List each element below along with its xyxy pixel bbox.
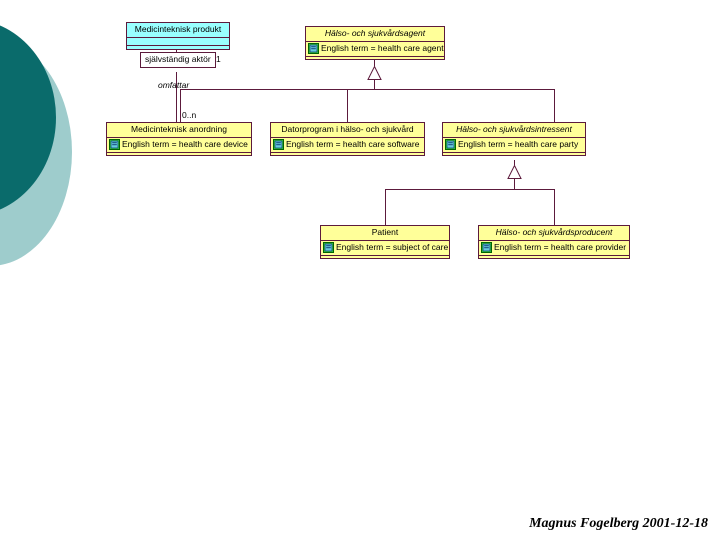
- class-attribute: English term = subject of care: [321, 241, 449, 256]
- connector-party-bus: [385, 189, 555, 190]
- class-operations-compartment: [107, 153, 251, 164]
- class-halso-och-sjukvardsproducent[interactable]: Hälso- och sjukvårdsproducent English te…: [478, 225, 630, 259]
- class-attributes-compartment: [127, 38, 229, 46]
- connector-agent-stub: [374, 60, 375, 66]
- note-icon: [109, 139, 120, 150]
- class-halso-och-sjukvardsintressent[interactable]: Hälso- och sjukvårdsintressent English t…: [442, 122, 586, 156]
- class-name: Hälso- och sjukvårdsintressent: [443, 123, 585, 138]
- note-icon: [308, 43, 319, 54]
- connector-drop-device: [180, 89, 181, 122]
- class-name: Hälso- och sjukvårdsproducent: [479, 226, 629, 241]
- connector-drop-provider: [554, 189, 555, 225]
- connector-agent-drop: [374, 80, 375, 89]
- class-attribute: English term = health care party: [443, 138, 585, 153]
- connector-assoc-bottom: [176, 72, 177, 122]
- class-attribute: English term = health care agent: [306, 42, 444, 57]
- class-attribute-text: English term = health care device: [122, 139, 248, 149]
- class-operations-compartment: [321, 256, 449, 267]
- class-datorprogram-i-halso-och-sjukvard[interactable]: Datorprogram i hälso- och sjukvård Engli…: [270, 122, 425, 156]
- association-role-label[interactable]: självständig aktör: [140, 52, 216, 68]
- connector-drop-patient: [385, 189, 386, 225]
- class-attribute: English term = health care device: [107, 138, 251, 153]
- class-halso-och-sjukvardsagent[interactable]: Hälso- och sjukvårdsagent English term =…: [305, 26, 445, 60]
- class-operations-compartment: [271, 153, 424, 164]
- class-medicinteknisk-produkt[interactable]: Medicinteknisk produkt: [126, 22, 230, 50]
- generalization-arrow-agent: [367, 66, 382, 80]
- connector-drop-party: [554, 89, 555, 122]
- note-icon: [445, 139, 456, 150]
- association-multiplicity-source: 1: [216, 54, 221, 64]
- class-attribute-text: English term = health care software: [286, 139, 420, 149]
- class-attribute-text: English term = health care party: [458, 139, 579, 149]
- class-name: Datorprogram i hälso- och sjukvård: [271, 123, 424, 138]
- class-attribute: English term = health care provider: [479, 241, 629, 256]
- class-operations-compartment: [479, 256, 629, 267]
- class-attribute-text: English term = health care provider: [494, 242, 627, 252]
- note-icon: [273, 139, 284, 150]
- class-name: Medicinteknisk produkt: [127, 23, 229, 38]
- class-attribute: English term = health care software: [271, 138, 424, 153]
- author-date-footer: Magnus Fogelberg 2001-12-18: [529, 516, 708, 531]
- connector-party-stub: [514, 160, 515, 165]
- class-operations-compartment: [443, 153, 585, 164]
- class-medicinteknisk-anordning[interactable]: Medicinteknisk anordning English term = …: [106, 122, 252, 156]
- class-attribute-text: English term = health care agent: [321, 43, 444, 53]
- note-icon: [481, 242, 492, 253]
- class-patient[interactable]: Patient English term = subject of care: [320, 225, 450, 259]
- note-icon: [323, 242, 334, 253]
- class-operations-compartment: [306, 57, 444, 68]
- connector-agent-bus: [180, 89, 554, 90]
- association-name: omfattar: [158, 80, 190, 90]
- class-name: Hälso- och sjukvårdsagent: [306, 27, 444, 42]
- class-name: Medicinteknisk anordning: [107, 123, 251, 138]
- association-multiplicity-target: 0..n: [182, 110, 197, 120]
- class-attribute-text: English term = subject of care: [336, 242, 449, 252]
- connector-party-drop: [514, 179, 515, 189]
- class-name: Patient: [321, 226, 449, 241]
- connector-drop-software: [347, 89, 348, 122]
- generalization-arrow-party: [507, 165, 522, 179]
